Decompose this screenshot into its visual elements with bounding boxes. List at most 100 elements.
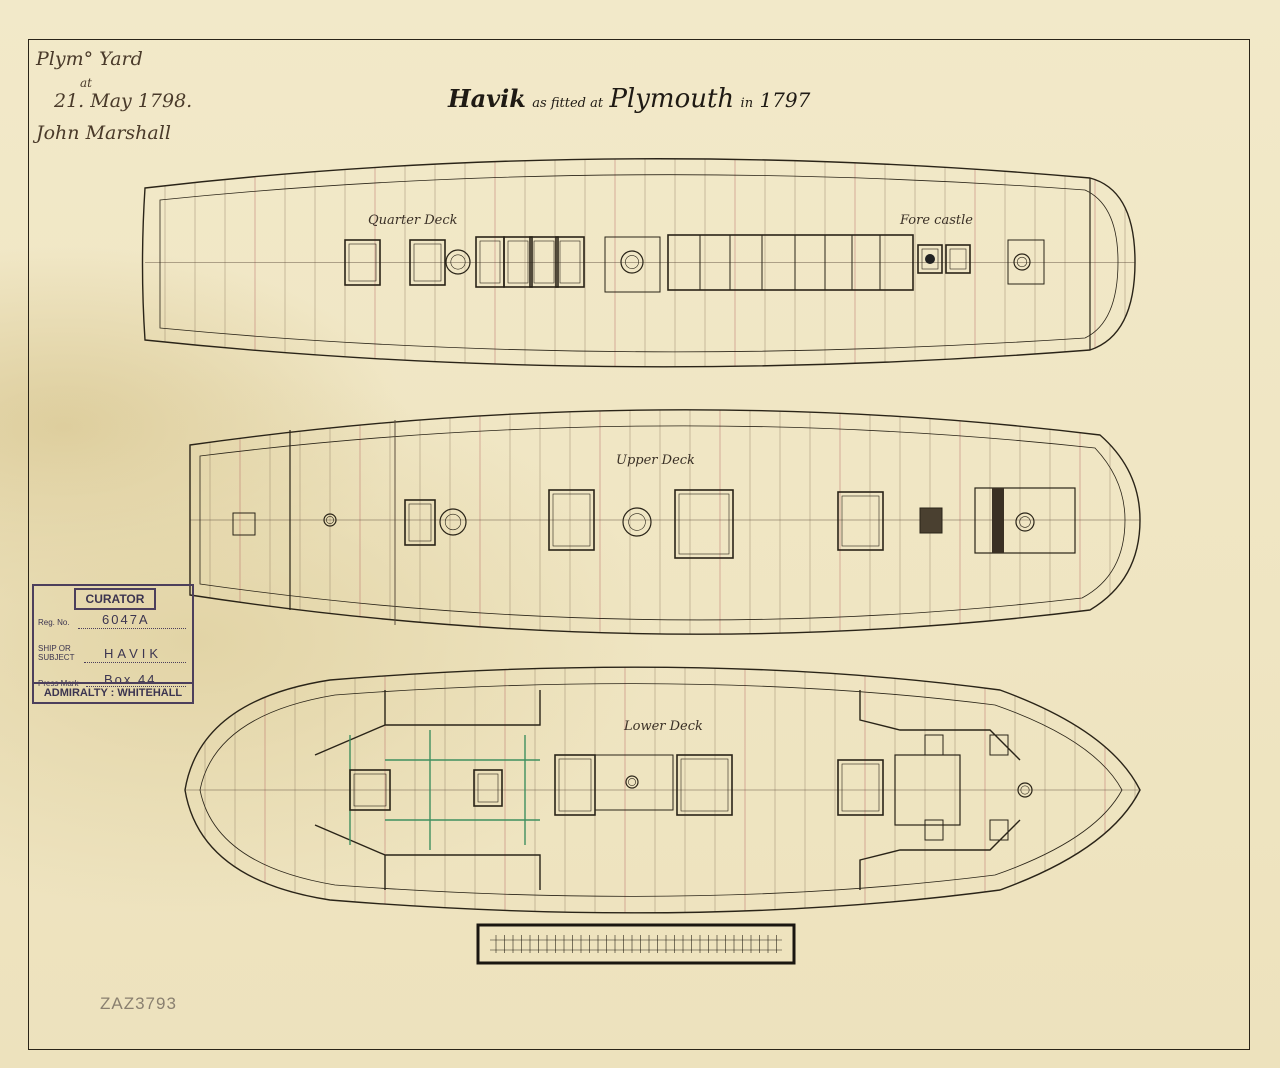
capstan bbox=[622, 507, 652, 537]
capstan-inner bbox=[1019, 516, 1031, 528]
hatch-inner bbox=[533, 240, 555, 284]
cabin bbox=[924, 819, 944, 841]
planking bbox=[190, 409, 1140, 635]
hatch-inner bbox=[353, 773, 387, 807]
waterway-line bbox=[199, 425, 1126, 621]
capstan-inner bbox=[628, 513, 646, 531]
upper-deck-plan bbox=[189, 409, 1141, 635]
stamp-ship-label-1: SHIP OR bbox=[38, 644, 71, 653]
inscription-date: 21. May 1798. bbox=[54, 90, 193, 112]
stamp-dots bbox=[78, 628, 186, 629]
stamp-reg-value: 6047A bbox=[102, 612, 150, 627]
hatch bbox=[674, 489, 734, 559]
planking bbox=[145, 158, 1135, 367]
curator-stamp: CURATOR Reg. No. 6047A SHIP OR SUBJECT H… bbox=[32, 584, 194, 704]
reference-number: ZAZ3793 bbox=[100, 994, 177, 1013]
cabin bbox=[989, 734, 1009, 756]
hatch-inner bbox=[841, 763, 880, 812]
hull-outline bbox=[184, 666, 1141, 914]
capstan-inner bbox=[450, 254, 466, 270]
scale-frame bbox=[476, 923, 796, 965]
stamp-ship-label-2: SUBJECT bbox=[38, 653, 75, 662]
capstan bbox=[1017, 782, 1033, 798]
hatch-inner bbox=[552, 493, 591, 547]
bitts bbox=[1007, 239, 1045, 285]
hatch bbox=[945, 244, 971, 274]
capstan-inner bbox=[1020, 785, 1030, 795]
hatch bbox=[676, 754, 733, 816]
inscription-signature: John Marshall bbox=[36, 122, 171, 144]
inscription-at: at bbox=[80, 76, 92, 90]
hatch-inner bbox=[559, 240, 581, 284]
hatch bbox=[473, 769, 503, 807]
label-quarter-deck: Quarter Deck bbox=[368, 213, 458, 228]
hatch-inner bbox=[680, 758, 729, 812]
planking bbox=[185, 667, 1140, 913]
capstan bbox=[323, 513, 337, 527]
well bbox=[594, 754, 674, 811]
hatch bbox=[917, 244, 943, 274]
label-lower-deck: Lower Deck bbox=[624, 719, 703, 734]
drawing-border bbox=[28, 39, 1250, 1050]
capstan-inner bbox=[1016, 256, 1028, 268]
hatch-inner bbox=[348, 243, 377, 282]
hatch bbox=[837, 491, 884, 551]
capstan bbox=[445, 249, 471, 275]
title-year: 1797 bbox=[759, 88, 811, 112]
hatch-inner bbox=[479, 240, 501, 284]
stamp-footer: ADMIRALTY : WHITEHALL bbox=[34, 682, 192, 702]
chimney bbox=[925, 254, 935, 264]
hatch-inner bbox=[408, 503, 432, 542]
hatch bbox=[837, 759, 884, 816]
scale-bar bbox=[476, 923, 796, 965]
hatch bbox=[409, 239, 446, 286]
platform-outline bbox=[314, 690, 541, 890]
hatch-inner bbox=[841, 495, 880, 547]
grating bbox=[667, 234, 914, 291]
hull-outline bbox=[141, 158, 1136, 368]
capstan-inner bbox=[628, 778, 636, 786]
capstan bbox=[439, 508, 467, 536]
cabin bbox=[924, 734, 944, 756]
stamp-heading: CURATOR bbox=[74, 588, 156, 610]
hatch-inner bbox=[949, 248, 967, 270]
label-fore-castle: Fore castle bbox=[900, 213, 973, 228]
capstan-inner bbox=[444, 513, 462, 531]
hatch-inner bbox=[413, 243, 442, 282]
capstan-inner bbox=[625, 255, 639, 269]
stamp-ship-value: HAVIK bbox=[104, 646, 163, 661]
hull-outline bbox=[189, 409, 1141, 635]
lower-deck-plan bbox=[184, 666, 1141, 914]
bitts bbox=[604, 236, 661, 293]
scuttle bbox=[232, 512, 256, 536]
hatch-inner bbox=[558, 758, 592, 812]
title-in: in bbox=[740, 96, 754, 111]
drawing-title: Havik as fitted at Plymouth in 1797 bbox=[448, 84, 810, 114]
hatch bbox=[404, 499, 436, 546]
hatch bbox=[344, 239, 381, 286]
galley-stove bbox=[919, 507, 943, 534]
capstan bbox=[625, 775, 639, 789]
quarter-deck-and-forecastle-plan bbox=[141, 158, 1136, 368]
hatch bbox=[529, 236, 559, 288]
hatch bbox=[554, 754, 596, 816]
capstan bbox=[1013, 253, 1031, 271]
inscription-yard: Plym° Yard bbox=[36, 48, 143, 70]
stamp-reg-label: Reg. No. bbox=[38, 618, 70, 627]
label-upper-deck: Upper Deck bbox=[616, 453, 695, 468]
hatch bbox=[349, 769, 391, 811]
hatch bbox=[548, 489, 595, 551]
hatch-inner bbox=[507, 240, 529, 284]
waterway-line bbox=[199, 683, 1123, 897]
bitts-frame bbox=[974, 487, 1076, 554]
stamp-dots bbox=[84, 662, 186, 663]
stamp-dots bbox=[86, 686, 186, 687]
hatch-inner bbox=[921, 248, 939, 270]
capstan bbox=[1015, 512, 1035, 532]
title-middle: as fitted at bbox=[532, 96, 604, 111]
hatch-inner bbox=[477, 773, 499, 803]
bitt-post bbox=[992, 488, 1004, 553]
capstan bbox=[620, 250, 644, 274]
